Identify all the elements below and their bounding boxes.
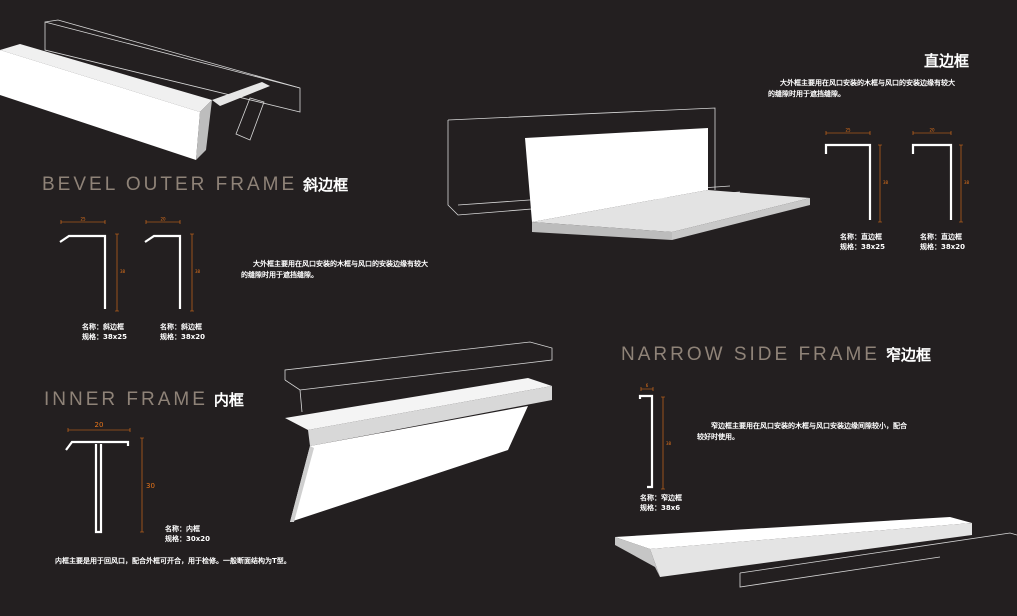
narrow-spec-size: 规格：38x6 <box>640 504 681 512</box>
inner-spec-size: 规格：30x20 <box>165 535 210 543</box>
straight-frame-render <box>447 107 810 240</box>
bevel-spec-2-size: 规格：38x20 <box>160 333 205 341</box>
straight-dim-width-1: 25 <box>845 128 851 133</box>
straight-spec-1: 名称：直边框 规格：38x25 <box>840 232 885 252</box>
narrow-desc-line-1: 窄边框主要用在风口安装的木框与风口安装边缘间隙较小，配合 <box>711 422 907 430</box>
narrow-frame-render <box>615 517 1017 588</box>
bevel-frame-render <box>0 19 301 160</box>
narrow-description: 窄边框主要用在风口安装的木框与风口安装边缘间隙较小，配合 较好时使用。 <box>697 421 937 443</box>
bevel-spec-1: 名称：斜边框 规格：38x25 <box>82 322 127 342</box>
narrow-section-title: NARROW SIDE FRAME 窄边框 <box>621 344 931 366</box>
straight-dim-height-2: 38 <box>964 180 970 185</box>
bevel-description: 大外框主要用在风口安装的木框与风口的安装边缘有较大 的缝隙时用于遮挡缝隙。 <box>241 259 456 281</box>
bevel-dim-height-1: 38 <box>120 269 126 274</box>
bevel-profile-diagram-2: 20 38 <box>144 217 201 312</box>
narrow-spec-name: 名称：窄边框 <box>640 494 682 502</box>
bevel-dim-height-2: 38 <box>195 269 201 274</box>
bevel-title-en: BEVEL OUTER FRAME <box>42 174 298 195</box>
bevel-spec-1-name: 名称：斜边框 <box>82 323 124 331</box>
straight-section-title: 直边框 <box>924 52 970 70</box>
bevel-spec-2: 名称：斜边框 规格：38x20 <box>160 322 205 342</box>
narrow-desc-line-2: 较好时使用。 <box>697 433 739 441</box>
inner-dim-width: 20 <box>95 421 104 429</box>
bevel-title-cn: 斜边框 <box>303 177 349 194</box>
straight-dim-width-2: 20 <box>929 128 935 133</box>
bevel-desc-line-1: 大外框主要用在风口安装的木框与风口的安装边缘有较大 <box>253 260 428 268</box>
bevel-dim-width-1: 25 <box>80 217 86 222</box>
inner-dim-height: 30 <box>146 482 155 490</box>
inner-spec-name: 名称：内框 <box>165 525 200 533</box>
narrow-title-cn: 窄边框 <box>885 347 931 364</box>
bevel-dim-width-2: 20 <box>160 217 166 222</box>
narrow-dim-width: 6 <box>646 383 649 388</box>
straight-spec-2: 名称：直边框 规格：38x20 <box>920 232 965 252</box>
narrow-dim-height: 38 <box>666 441 672 446</box>
straight-desc-line-2: 的缝隙时用于遮挡缝隙。 <box>768 90 845 98</box>
inner-profile-diagram: 20 30 <box>65 421 155 534</box>
straight-spec-1-size: 规格：38x25 <box>840 243 885 251</box>
inner-section-title: INNER FRAME 内框 <box>44 389 244 411</box>
straight-dim-height-1: 38 <box>883 180 889 185</box>
straight-description: 大外框主要用在风口安装的木框与风口的安装边缘有较大 的缝隙时用于遮挡缝隙。 <box>768 78 983 100</box>
inner-frame-render <box>284 341 553 522</box>
inner-title-cn: 内框 <box>213 392 244 409</box>
straight-spec-2-name: 名称：直边框 <box>920 233 962 241</box>
inner-spec: 名称：内框 规格：30x20 <box>165 524 210 544</box>
narrow-profile-diagram: 6 38 <box>638 383 672 490</box>
inner-title-en: INNER FRAME <box>44 389 208 410</box>
bevel-spec-1-size: 规格：38x25 <box>82 333 127 341</box>
narrow-title-en: NARROW SIDE FRAME <box>621 344 880 365</box>
bevel-desc-line-2: 的缝隙时用于遮挡缝隙。 <box>241 271 318 279</box>
bevel-profile-diagram-1: 25 38 <box>59 217 126 312</box>
inner-description: 内框主要是用于回风口，配合外框可开合，用于检修。一般断面结构为T型。 <box>55 557 291 565</box>
straight-spec-2-size: 规格：38x20 <box>920 243 965 251</box>
straight-spec-1-name: 名称：直边框 <box>840 233 882 241</box>
bevel-spec-2-name: 名称：斜边框 <box>160 323 202 331</box>
straight-profile-diagram-1: 25 38 <box>824 128 889 223</box>
straight-profile-diagram-2: 20 38 <box>911 128 970 223</box>
straight-desc-line-1: 大外框主要用在风口安装的木框与风口的安装边缘有较大 <box>780 79 955 87</box>
narrow-spec: 名称：窄边框 规格：38x6 <box>640 493 682 513</box>
bevel-section-title: BEVEL OUTER FRAME 斜边框 <box>42 174 348 196</box>
